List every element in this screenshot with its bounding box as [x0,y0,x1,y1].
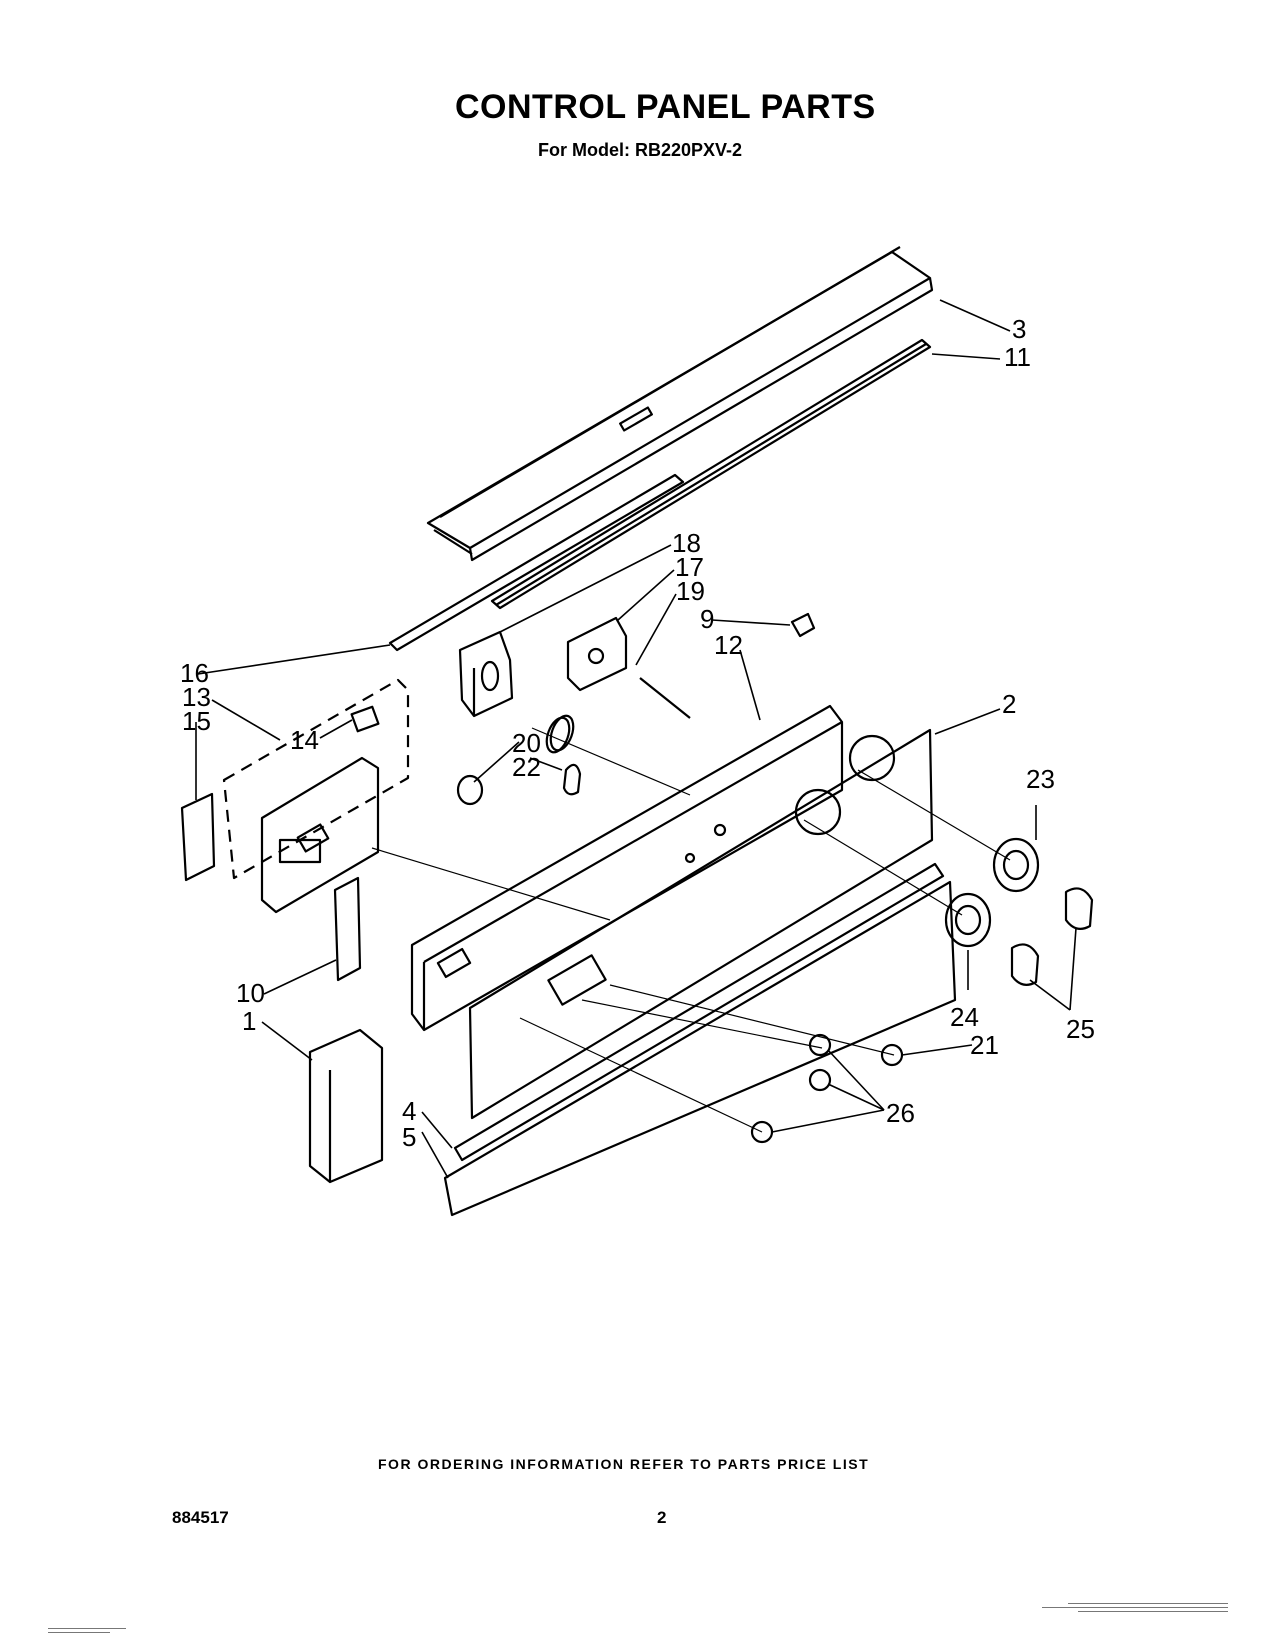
callout-12: 12 [714,630,743,660]
part-24-knob-skirt [944,892,992,948]
document-number: 884517 [172,1508,229,1527]
part-10-bracket [333,876,362,982]
callout-10: 10 [236,978,265,1008]
part-2-front-panel [468,728,934,1120]
part-16-strip [388,473,685,652]
page-number: 2 [657,1508,667,1527]
callout-9: 9 [700,604,714,634]
ordering-note: FOR ORDERING INFORMATION REFER TO PARTS … [378,1456,870,1472]
part-22-clip [562,763,582,796]
callout-25: 25 [1066,1014,1095,1044]
callout-11: 11 [1004,342,1031,372]
leader-lines [195,299,1077,1179]
callout-23: 23 [1026,764,1055,794]
part-11-seal-strip [490,338,932,610]
part-25-knobs [1010,887,1094,987]
page-title: CONTROL PANEL PARTS [455,88,876,126]
callout-20: 20 [512,728,541,758]
footer-fine-print-right [1042,1603,1232,1612]
callout-24: 24 [950,1002,979,1032]
callout-5: 5 [402,1122,416,1152]
part-20-lamp [456,774,484,806]
model-subtitle: For Model: RB220PXV-2 [538,140,743,160]
part-12-control-plate [410,704,844,1032]
callout-4: 4 [402,1096,416,1126]
part-13-clock-assembly [222,678,410,914]
callout-3: 3 [1012,314,1026,344]
callout-18: 18 [672,528,701,558]
part-17-bracket [566,616,628,692]
part-9-clip [790,612,816,638]
callout-14: 14 [290,725,319,755]
callout-26: 26 [886,1098,915,1128]
part-1-connector [308,1028,384,1184]
callout-16: 16 [180,658,209,688]
callout-13: 13 [182,682,211,712]
callout-21: 21 [970,1030,999,1060]
callout-2: 2 [1002,689,1016,719]
footer-fine-print-left [48,1628,138,1633]
callout-17: 17 [675,552,704,582]
callout-1: 1 [242,1006,256,1036]
part-14-clip [350,705,380,733]
part-23-knob-skirt [992,837,1040,893]
callout-19: 19 [676,576,705,606]
callout-22: 22 [512,752,541,782]
callout-15: 15 [182,706,211,736]
part-4-5-trim [443,862,957,1217]
part-3-top-rail [426,246,934,562]
part-15-bracket [180,792,216,882]
part-19-coil [545,677,691,754]
part-18-bracket [458,630,514,718]
